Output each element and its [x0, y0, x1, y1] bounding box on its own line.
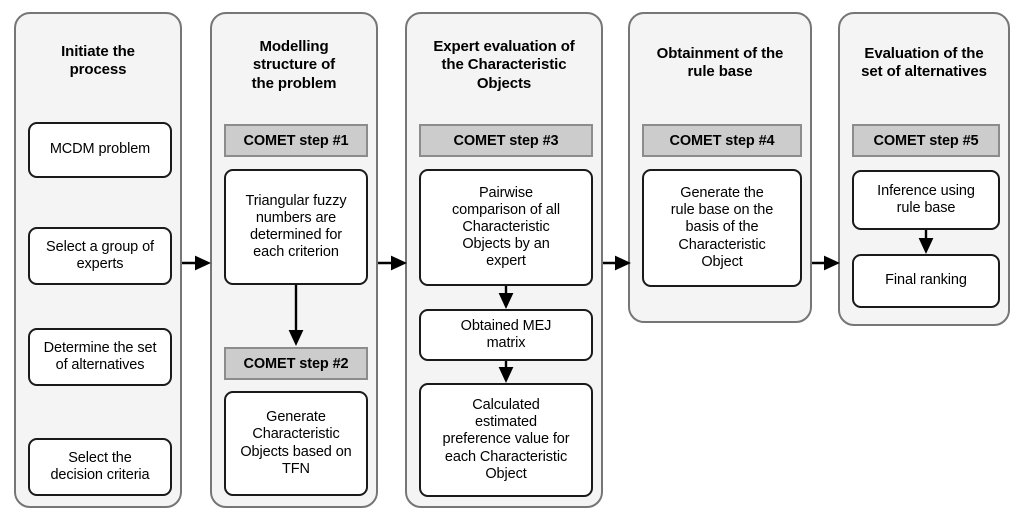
comet-step-5-chip: COMET step #5 — [852, 124, 1000, 157]
connector-stage1-to-stage2 — [182, 252, 212, 274]
connector-pairwise-to-mej — [494, 286, 518, 310]
node-determine-the-set-of-alternatives[interactable]: Determine the set of alternatives — [28, 328, 172, 386]
stage-panel-initiate-the-process: Initiate the process MCDM problem Select… — [14, 12, 182, 508]
node-select-the-decision-criteria[interactable]: Select the decision criteria — [28, 438, 172, 496]
connector-stage4-to-stage5 — [812, 252, 841, 274]
comet-step-3-chip: COMET step #3 — [419, 124, 593, 157]
comet-step-1-chip: COMET step #1 — [224, 124, 368, 157]
connector-stage3-to-stage4 — [603, 252, 632, 274]
node-obtained-mej-matrix[interactable]: Obtained MEJ matrix — [419, 309, 593, 361]
node-inference-using-rule-base[interactable]: Inference using rule base — [852, 170, 1000, 230]
node-pairwise-comparison[interactable]: Pairwise comparison of all Characteristi… — [419, 169, 593, 286]
stage-title: Expert evaluation of the Characteristic … — [433, 38, 575, 92]
node-calculated-preference-value[interactable]: Calculated estimated preference value fo… — [419, 383, 593, 497]
connector-mej-to-preference — [494, 361, 518, 384]
comet-step-4-chip: COMET step #4 — [642, 124, 802, 157]
comet-step-2-chip: COMET step #2 — [224, 347, 368, 380]
stage-panel-expert-evaluation-of-the-characteristic-objects: Expert evaluation of the Characteristic … — [405, 12, 603, 508]
stage-title: Initiate the process — [61, 43, 135, 79]
connector-inference-to-final-ranking — [914, 230, 938, 255]
stage-title: Modelling structure of the problem — [251, 38, 337, 92]
stage-panel-evaluation-of-the-set-of-alternatives: Evaluation of the set of alternatives CO… — [838, 12, 1010, 326]
connector-tfn-to-comet-step-2 — [284, 285, 308, 347]
stage-panel-modelling-structure-of-the-problem: Modelling structure of the problem COMET… — [210, 12, 378, 508]
node-select-a-group-of-experts[interactable]: Select a group of experts — [28, 227, 172, 285]
stage-title: Evaluation of the set of alternatives — [861, 45, 987, 81]
node-final-ranking[interactable]: Final ranking — [852, 254, 1000, 308]
node-mcdm-problem[interactable]: MCDM problem — [28, 122, 172, 178]
node-generate-characteristic-objects[interactable]: Generate Characteristic Objects based on… — [224, 391, 368, 496]
stage-panel-obtainment-of-the-rule-base: Obtainment of the rule base COMET step #… — [628, 12, 812, 323]
node-triangular-fuzzy-numbers[interactable]: Triangular fuzzy numbers are determined … — [224, 169, 368, 285]
stage-title: Obtainment of the rule base — [656, 45, 784, 81]
node-generate-rule-base[interactable]: Generate the rule base on the basis of t… — [642, 169, 802, 287]
connector-stage2-to-stage3 — [378, 252, 408, 274]
